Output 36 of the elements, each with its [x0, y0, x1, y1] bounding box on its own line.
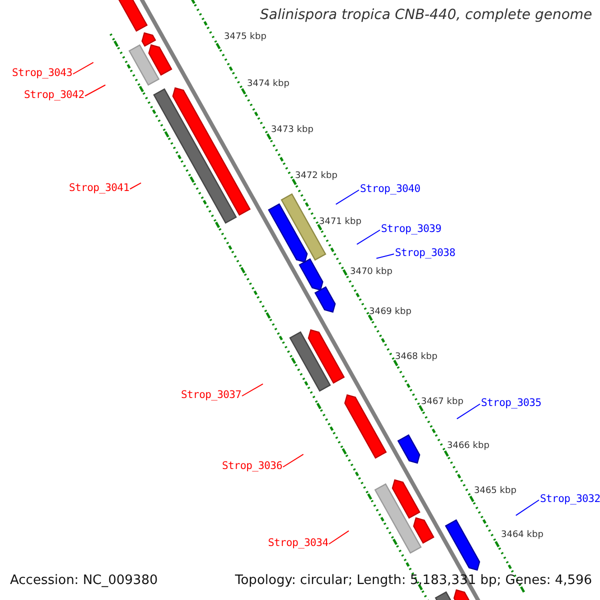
scale-label: 3473 kbp [271, 126, 314, 136]
gene-label: Strop_3038 [395, 248, 456, 260]
scale-label: 3464 kbp [501, 531, 544, 541]
gene-label: Strop_3040 [360, 184, 420, 196]
scale-label: 3465 kbp [474, 487, 516, 497]
scale-label: 3470 kbp [350, 268, 392, 278]
leader-line [242, 383, 264, 396]
gene-label: Strop_3034 [268, 538, 328, 550]
leader-line [130, 182, 142, 190]
genome-summary: Topology: circular; Length: 5,183,331 bp; Genes: 4,596 [235, 574, 592, 588]
gene-label: Strop_3043 [12, 68, 72, 80]
leader-line [84, 84, 106, 96]
leader-line [456, 404, 480, 420]
leader-line [72, 62, 94, 74]
leader-line [282, 454, 304, 468]
leader-line [328, 530, 350, 544]
gene-label: Strop_3037 [181, 390, 242, 402]
gene-label: Strop_3039 [381, 224, 442, 236]
scale-label: 3471 kbp [319, 218, 362, 228]
leader-line [376, 254, 394, 259]
leader-line [515, 500, 540, 516]
gene-label: Strop_3042 [24, 90, 84, 102]
scale-label: 3474 kbp [247, 80, 290, 90]
scale-label: 3468 kbp [395, 353, 438, 363]
accession-text: Accession: NC_009380 [10, 574, 158, 588]
scale-label: 3469 kbp [369, 308, 412, 318]
scale-label: 3466 kbp [447, 442, 490, 452]
scale-label: 3475 kbp [224, 33, 266, 43]
gene-label: Strop_3041 [69, 183, 130, 195]
leader-line [356, 230, 380, 245]
gene-label: Strop_3032 [540, 494, 600, 506]
gene-label: Strop_3036 [222, 461, 282, 473]
scale-label: 3472 kbp [295, 172, 338, 182]
leader-line [335, 190, 360, 205]
scale-label: 3467 kbp [421, 398, 464, 408]
gene-label: Strop_3035 [481, 398, 542, 410]
